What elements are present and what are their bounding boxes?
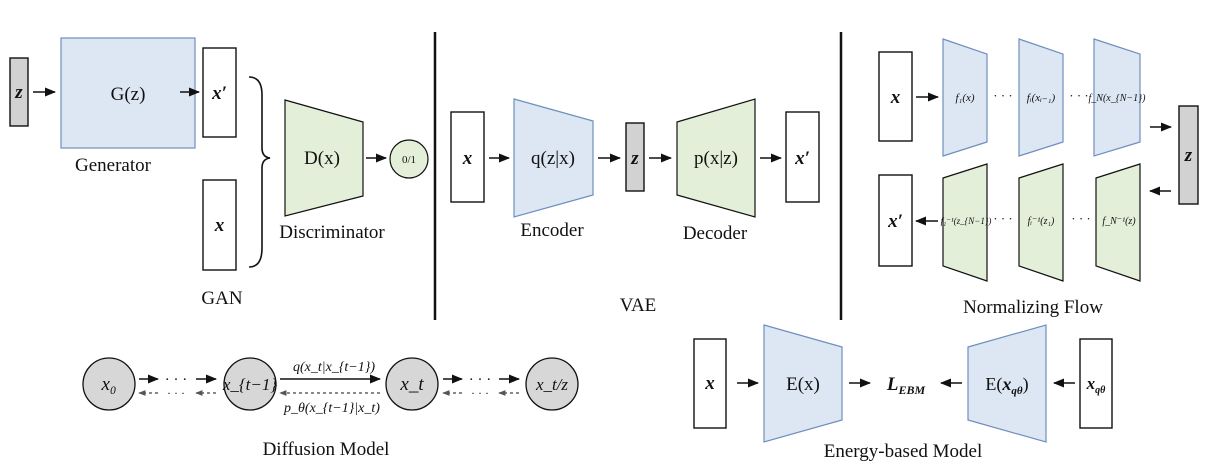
diffusion-forward-label: q(x_t|x_{t−1})	[293, 360, 375, 375]
diffusion-state-x0	[82, 357, 136, 411]
diffusion-state-x0-label: x₀	[100, 374, 116, 395]
gan-section: z G(z) Generator x′ x D(x) Discriminator…	[9, 37, 429, 309]
gan-z-input	[9, 57, 29, 127]
flow-inverse-block-1	[942, 163, 988, 282]
diffusion-section: x₀ · · · · · · x_{t−1} q(x_t|x_{t−1}) p_…	[82, 357, 579, 460]
ebm-energy-box-label: E(x)	[786, 374, 820, 395]
diffusion-rev-dots-2: · · ·	[471, 386, 489, 400]
vae-latent-box	[625, 122, 645, 192]
vae-section: x q(z|x) Encoder z p(x|z) Decoder x′ VAE	[450, 98, 820, 316]
vae-input-box	[450, 111, 485, 203]
ebm-section-title: Energy-based Model	[824, 441, 982, 462]
diffusion-rev-dots-1: · · ·	[167, 386, 185, 400]
gan-real-sample-label: x	[214, 215, 225, 236]
ebm-input-q-box	[1079, 338, 1113, 429]
flow-forward-label-i: fᵢ(xᵢ₋₁)	[1027, 92, 1056, 104]
gan-z-label: z	[14, 82, 23, 103]
decoder-box	[676, 98, 756, 218]
flow-section-title: Normalizing Flow	[963, 297, 1103, 318]
diffusion-reverse-label: p_θ(x_{t−1}|x_t)	[283, 401, 380, 416]
flow-section: x f₁(x) · · · fᵢ(xᵢ₋₁) · · · f_N(x_{N−1}…	[878, 38, 1199, 318]
flow-output-box	[878, 174, 913, 267]
diffusion-section-title: Diffusion Model	[263, 439, 390, 460]
flow-inverse-dots-1: · · ·	[993, 211, 1013, 226]
ebm-energy-box-q	[967, 324, 1047, 443]
flow-forward-label-n: f_N(x_{N−1})	[1089, 93, 1147, 104]
flow-latent-box	[1178, 105, 1199, 205]
generator-box-label: G(z)	[111, 84, 146, 105]
gan-merge-bracket	[248, 76, 271, 268]
flow-inverse-label-n: f_N⁻¹(z)	[1102, 216, 1136, 227]
diffusion-state-xt-1-label: x_{t−1}	[222, 375, 278, 394]
vae-output-box	[785, 111, 820, 203]
vae-latent-label: z	[630, 148, 639, 169]
gan-output-label: 0/1	[402, 154, 416, 166]
discriminator-box	[284, 99, 364, 217]
flow-inverse-label-1: f₁⁻¹(z_{N−1})	[941, 216, 992, 226]
ebm-input-label: x	[704, 373, 715, 394]
flow-forward-block-n	[1093, 38, 1141, 157]
diffusion-state-xt-1	[223, 357, 277, 411]
generator-caption: Generator	[75, 155, 152, 176]
discriminator-box-label: D(x)	[304, 148, 340, 169]
ebm-input-box	[693, 338, 727, 429]
flow-input-box	[878, 51, 913, 142]
diffusion-state-xt-label: x_t	[399, 374, 424, 395]
gan-output-node	[389, 139, 429, 179]
diffusion-fwd-dots-2: · · ·	[469, 372, 492, 388]
generator-box	[60, 37, 196, 149]
flow-forward-label-1: f₁(x)	[955, 92, 974, 104]
encoder-box	[513, 98, 594, 218]
flow-inverse-block-n	[1095, 163, 1141, 282]
decoder-caption: Decoder	[683, 223, 748, 244]
diffusion-state-xt-z-label: x_t/z	[535, 375, 568, 394]
decoder-box-label: p(x|z)	[694, 148, 738, 169]
flow-output-label: x′	[887, 211, 903, 232]
gan-fake-sample-label: x′	[211, 83, 227, 104]
flow-forward-block-1	[942, 38, 988, 157]
flow-inverse-dots-2: · · ·	[1071, 211, 1091, 226]
diffusion-fwd-dots-1: · · ·	[165, 372, 188, 388]
flow-forward-block-i	[1018, 38, 1064, 157]
flow-inverse-label-i: fᵢ⁻¹(z₁)	[1028, 216, 1055, 227]
flow-forward-dots-2: · · ·	[1069, 88, 1089, 103]
encoder-box-label: q(z|x)	[531, 148, 575, 169]
flow-input-label: x	[890, 87, 901, 108]
gan-fake-sample-box	[202, 47, 237, 138]
ebm-energy-box-q-label: E(xqθ)	[985, 374, 1028, 397]
encoder-caption: Encoder	[520, 220, 584, 241]
vae-output-label: x′	[794, 148, 810, 169]
gan-real-sample-box	[202, 179, 237, 271]
flow-inverse-block-i	[1018, 163, 1064, 282]
vae-input-label: x	[462, 148, 473, 169]
vae-section-title: VAE	[620, 295, 657, 316]
flow-forward-dots-1: · · ·	[993, 88, 1013, 103]
ebm-energy-box	[763, 324, 843, 443]
diffusion-state-xt-z	[525, 357, 579, 411]
flow-latent-label: z	[1184, 145, 1193, 166]
discriminator-caption: Discriminator	[279, 222, 385, 243]
ebm-loss-label: LEBM	[886, 374, 926, 397]
gan-section-title: GAN	[201, 288, 242, 309]
diffusion-state-xt	[385, 357, 439, 411]
ebm-section: x E(x) LEBM E(xqθ) xqθ Energy-based Mode…	[693, 324, 1113, 462]
